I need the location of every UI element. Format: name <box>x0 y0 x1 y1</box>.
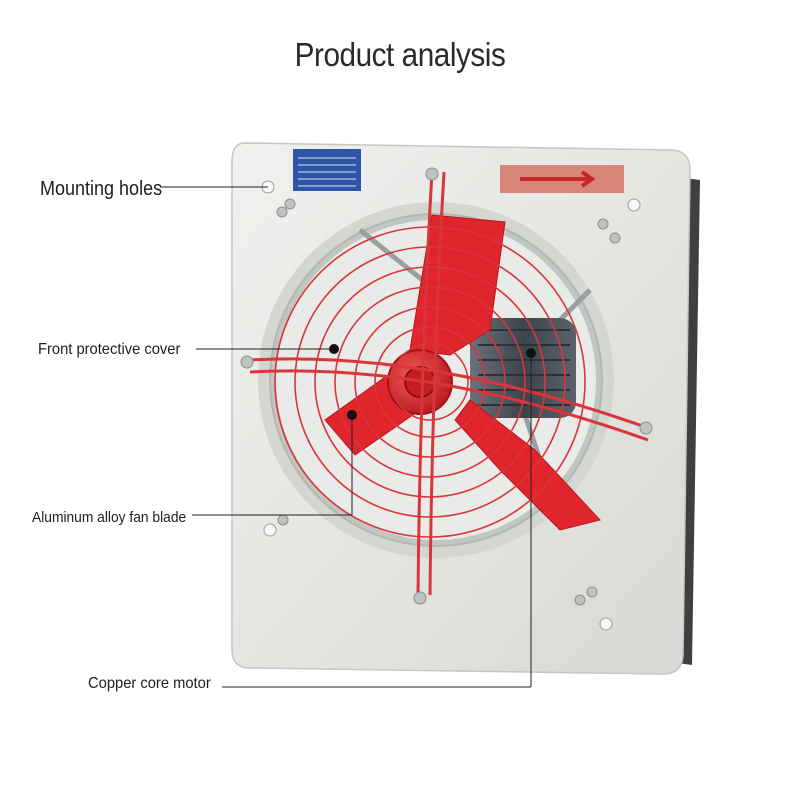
label-mounting-holes: Mounting holes <box>40 178 163 200</box>
mounting-hole <box>599 617 613 631</box>
aluminum-fan-blades <box>324 214 601 531</box>
mounting-hole <box>263 523 277 537</box>
leader-dots <box>329 344 536 420</box>
guard-clips <box>240 167 653 605</box>
nameplate <box>293 149 361 191</box>
label-front-protective-cover: Front protective cover <box>38 341 181 358</box>
front-protective-cover <box>249 171 649 596</box>
page-title: Product analysis <box>294 36 506 73</box>
airflow-arrow-plate <box>500 165 624 193</box>
copper-core-motor <box>470 318 576 418</box>
mounting-hole <box>627 198 641 212</box>
leader-lines <box>160 186 532 688</box>
arrow-right-icon <box>520 170 596 188</box>
label-fan-blade: Aluminum alloy fan blade <box>32 509 187 526</box>
label-copper-core-motor: Copper core motor <box>88 675 211 692</box>
